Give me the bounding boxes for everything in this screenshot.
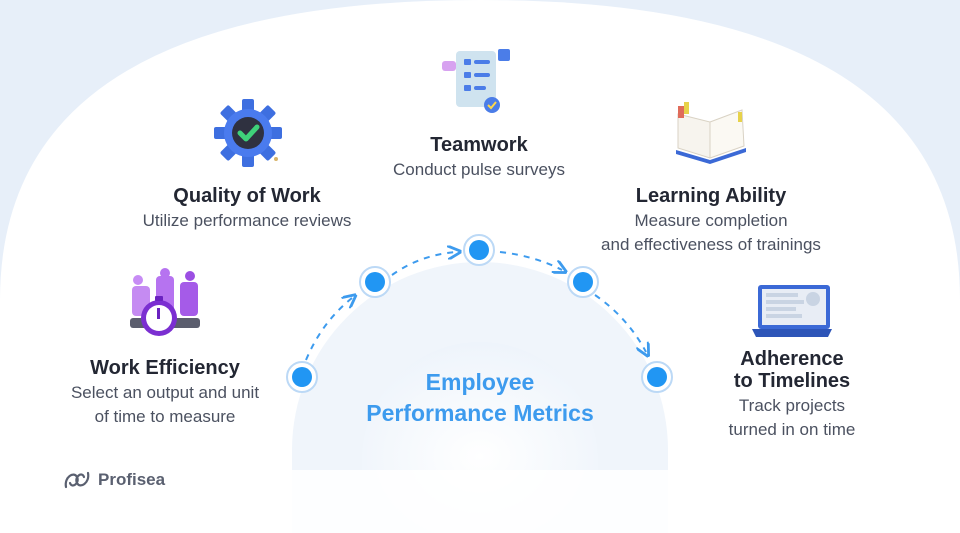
survey-checklist-icon bbox=[442, 49, 510, 113]
node-dot-1 bbox=[286, 361, 318, 393]
metric-description-line: Utilize performance reviews bbox=[142, 211, 352, 230]
open-book-icon bbox=[676, 102, 746, 164]
connector-1 bbox=[305, 298, 352, 361]
metric-description-line: Track projects bbox=[738, 396, 846, 415]
metric-description-line: of time to measure bbox=[94, 407, 236, 426]
metric-learning-ability: Learning Ability Measure completion and … bbox=[601, 185, 821, 257]
profisea-logo-icon bbox=[64, 471, 90, 489]
metric-description-line: turned in on time bbox=[728, 420, 856, 439]
metric-title: Learning Ability bbox=[635, 185, 787, 207]
connector-2 bbox=[391, 252, 456, 276]
diagram-center-title: Employee Performance Metrics bbox=[366, 367, 594, 429]
connector-4 bbox=[594, 294, 646, 352]
center-title-line: Employee bbox=[425, 369, 535, 395]
metric-adherence-to-timelines: Adherence to Timelines Track projects tu… bbox=[729, 348, 856, 442]
node-dot-4 bbox=[567, 266, 599, 298]
node-dot-5 bbox=[641, 361, 673, 393]
gear-check-icon bbox=[214, 99, 282, 167]
metric-title-line: Adherence bbox=[740, 348, 844, 370]
node-dot-3 bbox=[463, 234, 495, 266]
metric-title-line: to Timelines bbox=[733, 370, 851, 392]
metric-description-line: Measure completion bbox=[634, 211, 788, 230]
metric-description-line: Select an output and unit bbox=[70, 383, 260, 402]
metric-title: Quality of Work bbox=[173, 185, 321, 207]
metric-teamwork: Teamwork Conduct pulse surveys bbox=[393, 134, 565, 182]
metric-title: Teamwork bbox=[430, 134, 528, 156]
laptop-icon bbox=[752, 285, 832, 337]
brand-name: Profisea bbox=[98, 470, 166, 489]
stopwatch-icon bbox=[130, 268, 200, 336]
metric-description-line: Conduct pulse surveys bbox=[393, 160, 565, 179]
metric-quality-of-work: Quality of Work Utilize performance revi… bbox=[143, 185, 352, 233]
brand-logo: Profisea bbox=[62, 469, 165, 491]
center-title-line: Performance Metrics bbox=[366, 400, 594, 426]
node-dot-2 bbox=[359, 266, 391, 298]
metric-work-efficiency: Work Efficiency Select an output and uni… bbox=[71, 357, 259, 429]
metric-description-line: and effectiveness of trainings bbox=[601, 235, 821, 254]
metric-title: Work Efficiency bbox=[90, 357, 240, 379]
